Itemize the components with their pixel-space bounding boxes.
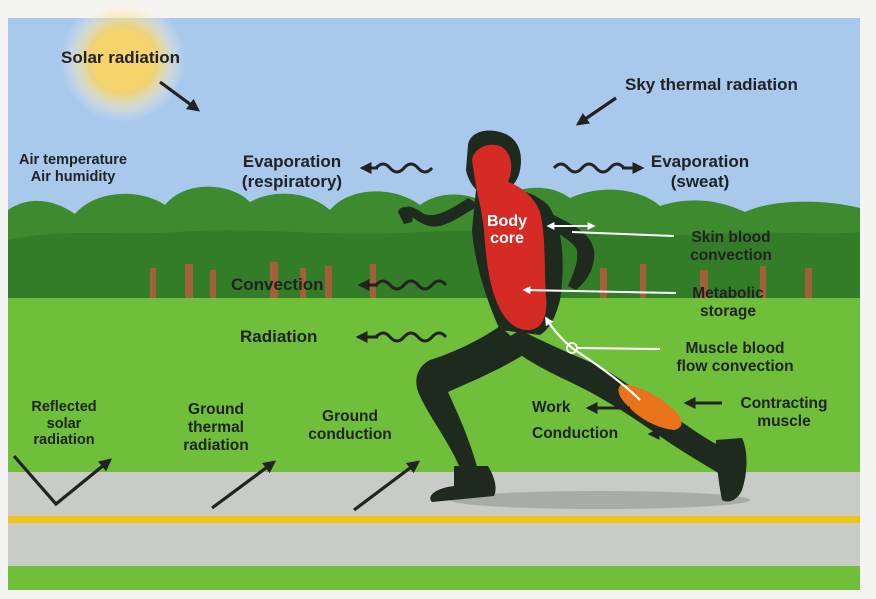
label-air-temperature-humidity: Air temperature Air humidity bbox=[8, 152, 138, 185]
muscle-blood-pointer bbox=[577, 347, 661, 350]
label-reflected-line1: Reflected bbox=[31, 399, 97, 415]
label-work: Work bbox=[532, 399, 571, 416]
wave-evaporation-respiratory bbox=[359, 162, 434, 174]
label-body-core-line2: core bbox=[490, 229, 524, 247]
label-evaporation-sweat-line1: Evaporation bbox=[650, 152, 750, 171]
label-metabolic-line2: storage bbox=[700, 302, 756, 320]
label-metabolic-storage: Metabolic storage bbox=[678, 285, 778, 321]
label-body-core: Body core bbox=[476, 213, 538, 248]
sun bbox=[93, 30, 153, 90]
label-radiation: Radiation bbox=[240, 327, 318, 346]
label-convection: Convection bbox=[231, 275, 324, 294]
label-skin-blood-line1: Skin blood bbox=[691, 229, 771, 246]
label-ground-conduction-line2: conduction bbox=[308, 425, 392, 443]
label-reflected-line3: radiation bbox=[33, 432, 95, 449]
label-ground-thermal-line3: radiation bbox=[183, 436, 249, 454]
label-evaporation-respiratory-line2: (respiratory) bbox=[241, 171, 343, 191]
ground-thermal-arrow bbox=[211, 460, 277, 510]
label-body-core-line1: Body bbox=[487, 213, 527, 230]
label-metabolic-line1: Metabolic bbox=[692, 285, 764, 302]
label-air-temperature: Air temperature bbox=[19, 152, 127, 168]
label-evaporation-sweat-line2: (sweat) bbox=[670, 171, 730, 191]
label-evaporation-sweat: Evaporation (sweat) bbox=[645, 152, 755, 191]
wave-evaporation-sweat bbox=[552, 162, 645, 174]
label-ground-thermal-radiation: Ground thermal radiation bbox=[168, 401, 264, 454]
label-contracting-line1: Contracting bbox=[740, 395, 828, 412]
label-air-humidity: Air humidity bbox=[30, 168, 116, 185]
label-evaporation-respiratory: Evaporation (respiratory) bbox=[222, 152, 362, 191]
label-skin-blood-convection: Skin blood convection bbox=[676, 229, 786, 265]
label-reflected-line2: solar bbox=[46, 415, 82, 432]
reflected-solar-arrow bbox=[12, 454, 112, 507]
label-ground-conduction-line1: Ground bbox=[322, 408, 378, 425]
sky-thermal-arrow bbox=[575, 96, 617, 126]
label-muscle-blood-line2: flow convection bbox=[676, 357, 794, 375]
muscle-blood-flow-node bbox=[566, 342, 578, 354]
grass-bottom bbox=[8, 566, 860, 590]
label-skin-blood-line2: convection bbox=[690, 246, 772, 264]
label-reflected-solar-radiation: Reflected solar radiation bbox=[18, 399, 110, 449]
label-contracting-muscle: Contracting muscle bbox=[724, 395, 844, 431]
label-muscle-blood-flow: Muscle blood flow convection bbox=[662, 340, 808, 376]
muscle-blood-flow-line bbox=[545, 316, 641, 401]
solar-radiation-arrow bbox=[159, 80, 201, 112]
skin-blood-pointer bbox=[571, 231, 675, 237]
label-solar-radiation: Solar radiation bbox=[61, 48, 181, 67]
body-core-shape bbox=[472, 144, 547, 330]
label-ground-thermal-line1: Ground bbox=[188, 401, 244, 418]
label-contracting-line2: muscle bbox=[757, 412, 811, 430]
label-muscle-blood-line1: Muscle blood bbox=[685, 340, 785, 357]
tree-trunks bbox=[150, 262, 812, 300]
label-conduction: Conduction bbox=[532, 425, 619, 442]
label-evaporation-respiratory-line1: Evaporation bbox=[242, 152, 342, 171]
wave-radiation bbox=[355, 331, 448, 343]
label-sky-thermal-radiation: Sky thermal radiation bbox=[625, 75, 798, 94]
label-ground-thermal-line2: thermal bbox=[188, 418, 244, 436]
wave-convection bbox=[357, 279, 448, 291]
runner-shadow bbox=[450, 491, 750, 509]
ground-conduction-arrow bbox=[353, 460, 421, 512]
label-ground-conduction: Ground conduction bbox=[292, 408, 408, 444]
metabolic-storage-pointer bbox=[522, 286, 677, 295]
road-center-line bbox=[8, 516, 860, 523]
tree-shade bbox=[8, 230, 860, 300]
